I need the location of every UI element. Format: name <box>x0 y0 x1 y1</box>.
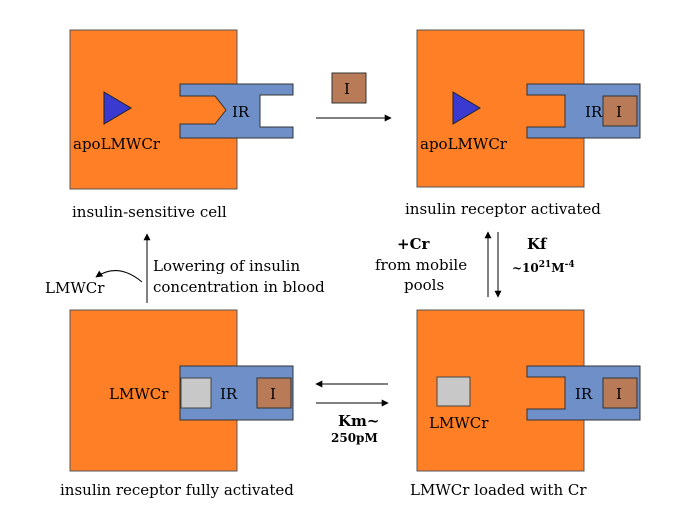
insulin-receptor <box>179 83 294 139</box>
km-tilde: ~ <box>367 412 380 430</box>
bound-insulin <box>602 377 638 409</box>
full-activation-step: Km~ 250pM <box>315 380 389 445</box>
receptor-label: IR <box>585 103 603 121</box>
receptor-label: IR <box>220 385 238 403</box>
panel-caption: insulin receptor activated <box>405 200 601 218</box>
lowering-text-line1: Lowering of insulin <box>153 257 300 275</box>
receptor-label: IR <box>575 385 593 403</box>
panel-insulin-sensitive-cell: apoLMWCr IR insulin-sensitive cell <box>69 29 294 221</box>
cell-label: apoLMWCr <box>420 135 508 153</box>
insulin-binding-step: I <box>316 72 392 122</box>
lmwcr-released-label: LMWCr <box>45 279 105 297</box>
free-insulin <box>331 72 367 104</box>
bound-insulin <box>602 95 638 127</box>
cr-source-line1: from mobile <box>375 256 467 274</box>
panel-insulin-receptor-fully-activated: LMWCr IR I insulin receptor fully activa… <box>60 309 294 499</box>
bound-insulin-label: I <box>270 385 276 403</box>
insulin-lowering-step: LMWCr Lowering of insulin concentration … <box>45 233 325 303</box>
panel-caption: LMWCr loaded with Cr <box>410 481 587 499</box>
panel-insulin-receptor-activated: apoLMWCr IR I insulin receptor activated <box>405 29 641 218</box>
panel-caption: insulin receptor fully activated <box>60 481 294 499</box>
cr-source-line2: pools <box>404 276 444 294</box>
cr-loading-step: +Cr from mobile pools Kf ~1021M-4 <box>375 231 575 298</box>
kf-value: ~1021M-4 <box>512 260 575 275</box>
lmwcr-site <box>436 376 471 407</box>
cell-body <box>69 29 238 190</box>
kf-value-unit: M <box>551 261 564 275</box>
bound-insulin-label: I <box>616 103 622 121</box>
lowering-text-line2: concentration in blood <box>153 278 325 296</box>
lmwcr-site <box>180 377 212 409</box>
cr-label: +Cr <box>397 235 431 253</box>
cell-label: apoLMWCr <box>73 135 161 153</box>
kf-value-prefix: ~10 <box>512 261 539 275</box>
kf-value-exponent: 21 <box>539 260 552 270</box>
cell-label: LMWCr <box>429 414 489 432</box>
lmwcr-release-arrow <box>95 270 143 283</box>
cell-body <box>416 29 585 188</box>
cell-label: LMWCr <box>109 385 169 403</box>
receptor-label: IR <box>232 103 250 121</box>
kf-symbol: Kf <box>527 235 548 253</box>
free-insulin-label: I <box>344 80 350 98</box>
panel-lmwcr-loaded: LMWCr IR I LMWCr loaded with Cr <box>410 309 641 499</box>
kf-value-unit-exponent: -4 <box>565 260 575 270</box>
km-value: 250pM <box>331 431 378 445</box>
bound-insulin-label: I <box>616 385 622 403</box>
apolmwcr-triangle-icon <box>452 91 481 125</box>
bound-insulin <box>256 377 292 409</box>
km-symbol-text: Km <box>338 412 367 430</box>
apolmwcr-triangle-icon <box>103 91 132 125</box>
panel-caption: insulin-sensitive cell <box>72 203 227 221</box>
km-symbol: Km~ <box>338 412 380 430</box>
